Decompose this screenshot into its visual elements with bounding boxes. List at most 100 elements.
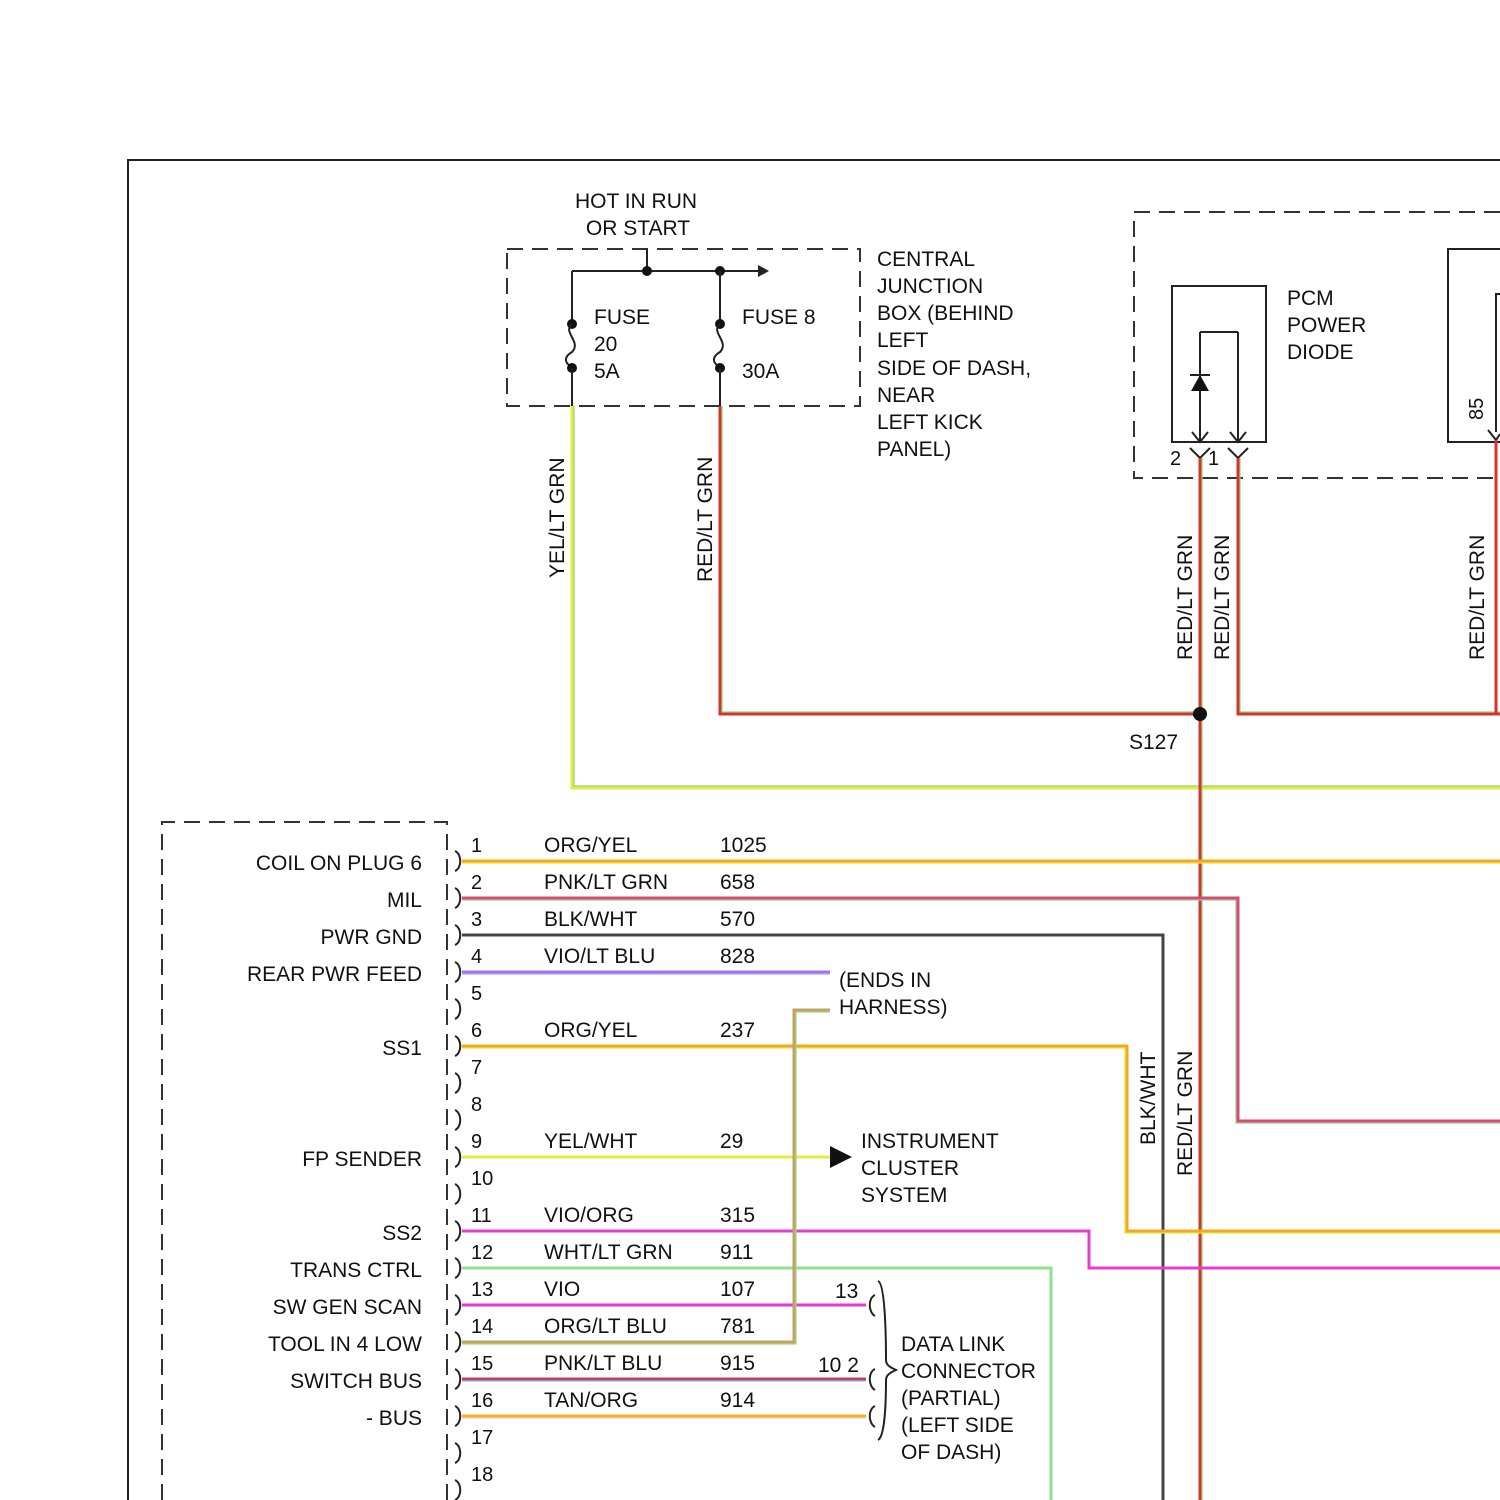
- pin-circuit-number: 315: [720, 1204, 755, 1227]
- wire-pin-14: [462, 1010, 830, 1342]
- wire-pin-2-stripe: [462, 900, 1500, 1123]
- relay-pin-85: 85: [1466, 398, 1488, 420]
- pin-number: 5: [471, 983, 482, 1005]
- dlc-label: CONNECTOR: [901, 1360, 1036, 1383]
- pin-number: 3: [471, 909, 482, 931]
- fuse-20-name: FUSE: [594, 306, 650, 329]
- pin-bracket-icon: [455, 1110, 460, 1130]
- pin-wire-color: VIO/ORG: [544, 1204, 634, 1227]
- junction-desc-line: LEFT KICK: [877, 411, 983, 434]
- pin-function: TOOL IN 4 LOW: [268, 1333, 422, 1356]
- pin-bracket-icon: [455, 962, 460, 982]
- junction-desc-line: SIDE OF DASH,: [877, 357, 1031, 380]
- instrument-cluster-label: CLUSTER: [861, 1157, 959, 1180]
- pin-bracket-icon: [455, 888, 460, 908]
- wire-label-red-lt-grn: RED/LT GRN: [1466, 535, 1489, 660]
- pin-bracket-icon: [455, 851, 460, 871]
- pin-number: 12: [471, 1242, 493, 1264]
- wire-label-red-lt-grn: RED/LT GRN: [1174, 535, 1197, 660]
- pin-bracket-icon: [455, 1036, 460, 1056]
- instrument-cluster-arrow-icon: [830, 1146, 852, 1168]
- hot-in-run-label: HOT IN RUN: [575, 190, 697, 213]
- fuse-20-number: 20: [594, 333, 617, 356]
- pcm-pin-row: 10: [455, 1168, 493, 1204]
- pin-bracket-icon: [455, 1147, 460, 1167]
- fuse-8-name: FUSE 8: [742, 306, 816, 329]
- wire-label-blk-wht: BLK/WHT: [1137, 1051, 1160, 1145]
- pcm-power-diode-box: PCM POWER DIODE 2 1 85: [1134, 212, 1500, 478]
- pin-number: 7: [471, 1057, 482, 1079]
- wire-label-red-lt-grn: RED/LT GRN: [694, 457, 717, 582]
- dlc-pin-10-2: 10 2: [818, 1354, 859, 1377]
- pin-function: TRANS CTRL: [290, 1259, 422, 1282]
- wire-pin-14-stripe: [462, 1012, 830, 1344]
- ends-in-harness-label: HARNESS): [839, 996, 948, 1019]
- central-junction-box: HOT IN RUN OR START FUSE 20 5A FUSE 8 30…: [507, 190, 1031, 461]
- pin-bracket-icon: [455, 1073, 460, 1093]
- pin-circuit-number: 107: [720, 1278, 755, 1301]
- pin-circuit-number: 29: [720, 1130, 743, 1153]
- pin-wire-color: ORG/YEL: [544, 834, 637, 857]
- pcm-pin-row: 15SWITCH BUSPNK/LT BLU915: [290, 1352, 755, 1393]
- ends-in-harness-label: (ENDS IN: [839, 969, 931, 992]
- junction-desc-line: BOX (BEHIND: [877, 302, 1014, 325]
- pin-number: 6: [471, 1020, 482, 1042]
- pin-function: PWR GND: [321, 926, 423, 949]
- pcm-diode-label: DIODE: [1287, 341, 1354, 364]
- dlc-label: (PARTIAL): [901, 1387, 1001, 1410]
- pcm-pin-row: 4REAR PWR FEED VIO/LT BLU 828: [247, 945, 755, 986]
- upper-wires: S127 YEL/LT GRN RED/LT GRN RED/LT GRN RE…: [546, 406, 1500, 1500]
- pin-wire-color: WHT/LT GRN: [544, 1241, 673, 1264]
- pin-circuit-number: 915: [720, 1352, 755, 1375]
- pin-wire-color: PNK/LT GRN: [544, 871, 668, 894]
- instrument-cluster-label: INSTRUMENT: [861, 1130, 999, 1153]
- pin-bracket-icon: [455, 1258, 460, 1278]
- pin-circuit-number: 237: [720, 1019, 755, 1042]
- dlc-brace-icon: [878, 1281, 896, 1440]
- pin-function: FP SENDER: [302, 1148, 422, 1171]
- relay-terminal-icon: [1488, 430, 1500, 440]
- pcm-pin-row: 8: [455, 1094, 482, 1130]
- dlc-pin-bracket-icon: [870, 1369, 875, 1390]
- pin-bracket-icon: [455, 1221, 460, 1241]
- wire-label-yel-lt-grn: YEL/LT GRN: [546, 457, 569, 578]
- pin-wire-color: VIO: [544, 1278, 580, 1301]
- diode-housing: [1172, 286, 1266, 442]
- dlc-label: OF DASH): [901, 1441, 1001, 1464]
- pin-number: 10: [471, 1168, 493, 1190]
- wire-red-lt-grn-relay: [1238, 458, 1500, 714]
- pin-number: 16: [471, 1390, 493, 1412]
- pin-number: 2: [471, 872, 482, 894]
- pin-number: 14: [471, 1316, 493, 1338]
- pin-circuit-number: 1025: [720, 834, 767, 857]
- pcm-diode-label: PCM: [1287, 287, 1334, 310]
- diode-icon: [1190, 332, 1248, 458]
- pin-wire-color: ORG/YEL: [544, 1019, 637, 1042]
- pin-number: 1: [471, 835, 482, 857]
- pin-bracket-icon: [455, 1480, 460, 1500]
- pin-number: 9: [471, 1131, 482, 1153]
- pin-wire-color: BLK/WHT: [544, 908, 638, 931]
- junction-desc-line: CENTRAL: [877, 248, 975, 271]
- pin-circuit-number: 828: [720, 945, 755, 968]
- wire-red-lt-grn-stripe: [722, 406, 1200, 712]
- pin-number: 4: [471, 946, 482, 968]
- bus-arrow-icon: [758, 265, 769, 277]
- wire-pin-12: [462, 1268, 1051, 1500]
- wire-label-red-lt-grn: RED/LT GRN: [1174, 1051, 1197, 1176]
- fuse-20-rating: 5A: [594, 360, 620, 383]
- or-start-label: OR START: [586, 217, 690, 240]
- pin-function: REAR PWR FEED: [247, 963, 422, 986]
- pin-wire-color: TAN/ORG: [544, 1389, 638, 1412]
- pin-function: SWITCH BUS: [290, 1370, 422, 1393]
- diode-pin-2: 2: [1170, 448, 1181, 470]
- diode-pin-1: 1: [1208, 448, 1219, 470]
- junction-desc-line: NEAR: [877, 384, 935, 407]
- dlc-pin-13: 13: [835, 1280, 858, 1303]
- pin-wire-color: VIO/LT BLU: [544, 945, 655, 968]
- pin-wire-color: YEL/WHT: [544, 1130, 638, 1153]
